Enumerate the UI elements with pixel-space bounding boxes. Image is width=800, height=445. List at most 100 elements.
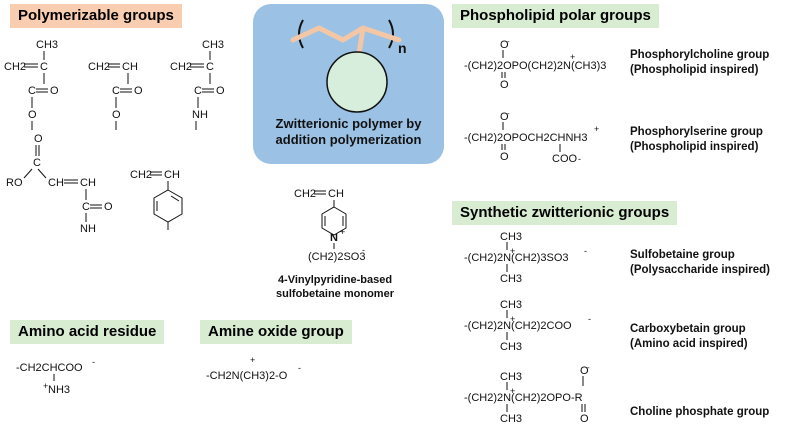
svg-text:O: O — [112, 109, 121, 121]
phosphorylserine-structure: O - -(CH2)2OPOCH2CHNH3 + O COO - — [464, 109, 599, 165]
carboxybetaine-name: Carboxybetain group — [630, 323, 746, 335]
svg-text:-: - — [298, 363, 301, 373]
choline-phosphate-structure: O - CH3 + -(CH2)2N(CH2)2OPO-R CH3 O — [464, 363, 590, 425]
acrylate-structure: CH2 CH C O O — [88, 61, 143, 130]
svg-text:-: - — [584, 246, 587, 256]
center-caption-line1: Zwitterionic polymer by — [275, 116, 422, 131]
vinylpyridine-structure: CH2 CH N + (CH2)2SO3 - — [294, 188, 365, 263]
polymer-schematic: n — [290, 19, 407, 113]
svg-text:O: O — [104, 201, 113, 213]
svg-text:COO: COO — [552, 153, 578, 165]
zwitterionic-polymer-panel: n Zwitterionic polymer by addition polym… — [253, 4, 444, 164]
svg-text:CH3: CH3 — [500, 299, 522, 311]
svg-text:O: O — [500, 151, 509, 163]
polymerizable-structures: CH3 CH2 C C O O CH2 CH C O O CH3 CH2 C C… — [4, 39, 225, 235]
svg-text:-(CH2)2N(CH2)2COO: -(CH2)2N(CH2)2COO — [464, 320, 572, 332]
carboxybetaine-note: (Amino acid inspired) — [630, 338, 748, 350]
header-amino-acid-residue: Amino acid residue — [10, 320, 165, 344]
phosphorylserine-name: Phosphorylserine group — [630, 126, 763, 138]
svg-text:-: - — [507, 109, 510, 118]
repeat-unit-subscript: n — [398, 40, 407, 56]
svg-text:O: O — [580, 365, 589, 377]
svg-text:CH: CH — [48, 177, 64, 189]
svg-text:+: + — [510, 246, 515, 256]
svg-text:CH3: CH3 — [500, 341, 522, 353]
svg-text:C: C — [40, 61, 48, 73]
svg-text:O: O — [500, 79, 509, 91]
svg-text:CH2: CH2 — [170, 61, 192, 73]
center-caption-line2: addition polymerization — [275, 132, 422, 147]
svg-text:C: C — [194, 85, 202, 97]
zwitterion-side-group — [326, 51, 388, 113]
svg-text:C: C — [206, 61, 214, 73]
svg-text:NH: NH — [192, 109, 208, 121]
amino-acid-structure: -CH2CHCOO - + NH3 — [16, 357, 95, 396]
svg-text:+: + — [594, 124, 599, 134]
phosphorylserine-note: (Phospholipid inspired) — [630, 141, 759, 153]
svg-text:CH: CH — [328, 188, 344, 200]
phosphorylcholine-name: Phosphorylcholine group — [630, 49, 770, 61]
svg-text:C: C — [112, 85, 120, 97]
svg-text:+: + — [510, 314, 515, 324]
svg-text:-: - — [578, 154, 581, 164]
svg-text:CH2: CH2 — [294, 188, 316, 200]
svg-text:CH3: CH3 — [500, 231, 522, 243]
side-chain-link — [356, 25, 366, 57]
svg-text:-: - — [362, 245, 365, 255]
svg-text:CH: CH — [164, 169, 180, 181]
svg-text:C: C — [28, 85, 36, 97]
svg-text:+: + — [340, 227, 345, 237]
svg-text:-CH2N(CH3)2-O: -CH2N(CH3)2-O — [206, 370, 288, 382]
svg-text:O: O — [500, 39, 509, 51]
phospholipid-structures: O - -(CH2)2OPO(CH2)2N(CH3)3 + O O - -(CH… — [464, 38, 606, 165]
svg-text:CH3: CH3 — [500, 273, 522, 285]
svg-text:C: C — [33, 157, 41, 169]
svg-text:+: + — [510, 386, 515, 396]
styrene-structure: CH2 CH — [130, 169, 183, 230]
phosphorylcholine-note: (Phospholipid inspired) — [630, 64, 759, 76]
carboxybetaine-structure: CH3 + -(CH2)2N(CH2)2COO - CH3 — [464, 299, 591, 353]
svg-text:O: O — [50, 85, 59, 97]
svg-text:CH3: CH3 — [36, 39, 58, 51]
svg-text:+: + — [43, 381, 48, 391]
svg-text:O: O — [500, 111, 509, 123]
vinylpyridine-caption-line2: sulfobetaine monomer — [276, 288, 394, 300]
left-bracket — [298, 19, 304, 49]
sulfobetaine-structure: CH3 + -(CH2)2N(CH2)3SO3 - CH3 — [464, 231, 587, 285]
svg-text:CH3: CH3 — [202, 39, 224, 51]
svg-text:CH2: CH2 — [88, 61, 110, 73]
svg-text:CH: CH — [122, 61, 138, 73]
svg-text:O: O — [134, 85, 143, 97]
svg-text:NH: NH — [80, 223, 96, 235]
svg-text:NH3: NH3 — [48, 384, 70, 396]
amine-oxide-structure: + -CH2N(CH3)2-O - — [206, 355, 301, 382]
svg-text:-(CH2)2OPOCH2CHNH3: -(CH2)2OPOCH2CHNH3 — [464, 132, 587, 144]
vinylpyridine-caption: 4-Vinylpyridine-based sulfobetaine monom… — [265, 273, 405, 301]
svg-text:-CH2CHCOO: -CH2CHCOO — [16, 362, 83, 374]
svg-text:CH2: CH2 — [4, 61, 26, 73]
header-phospholipid-polar-groups: Phospholipid polar groups — [452, 4, 659, 28]
choline-phosphate-name: Choline phosphate group — [630, 406, 770, 418]
carboxybetaine-label: Carboxybetain group (Amino acid inspired… — [630, 322, 748, 352]
maleamide-ester-structure: O C RO CH CH C O NH — [6, 133, 113, 235]
methacrylamide-structure: CH3 CH2 C C O NH — [170, 39, 225, 130]
choline-phosphate-label: Choline phosphate group — [630, 405, 769, 420]
svg-text:N: N — [330, 232, 338, 244]
svg-text:C: C — [82, 201, 90, 213]
svg-text:-: - — [588, 314, 591, 324]
sulfobetaine-note: (Polysaccharide inspired) — [630, 264, 770, 276]
svg-text:CH: CH — [80, 177, 96, 189]
svg-text:-: - — [507, 38, 510, 46]
center-caption: Zwitterionic polymer by addition polymer… — [253, 116, 444, 148]
header-synthetic-zwitterionic-groups: Synthetic zwitterionic groups — [452, 201, 678, 225]
svg-text:CH2: CH2 — [130, 169, 152, 181]
svg-text:-: - — [587, 363, 590, 372]
header-amine-oxide-group: Amine oxide group — [200, 320, 352, 344]
phosphorylcholine-label: Phosphorylcholine group (Phospholipid in… — [630, 48, 769, 78]
svg-text:O: O — [28, 109, 37, 121]
svg-text:RO: RO — [6, 177, 23, 189]
svg-text:O: O — [216, 85, 225, 97]
sulfobetaine-name: Sulfobetaine group — [630, 249, 735, 261]
methacrylate-structure: CH3 CH2 C C O O — [4, 39, 59, 130]
svg-text:O: O — [580, 413, 589, 425]
